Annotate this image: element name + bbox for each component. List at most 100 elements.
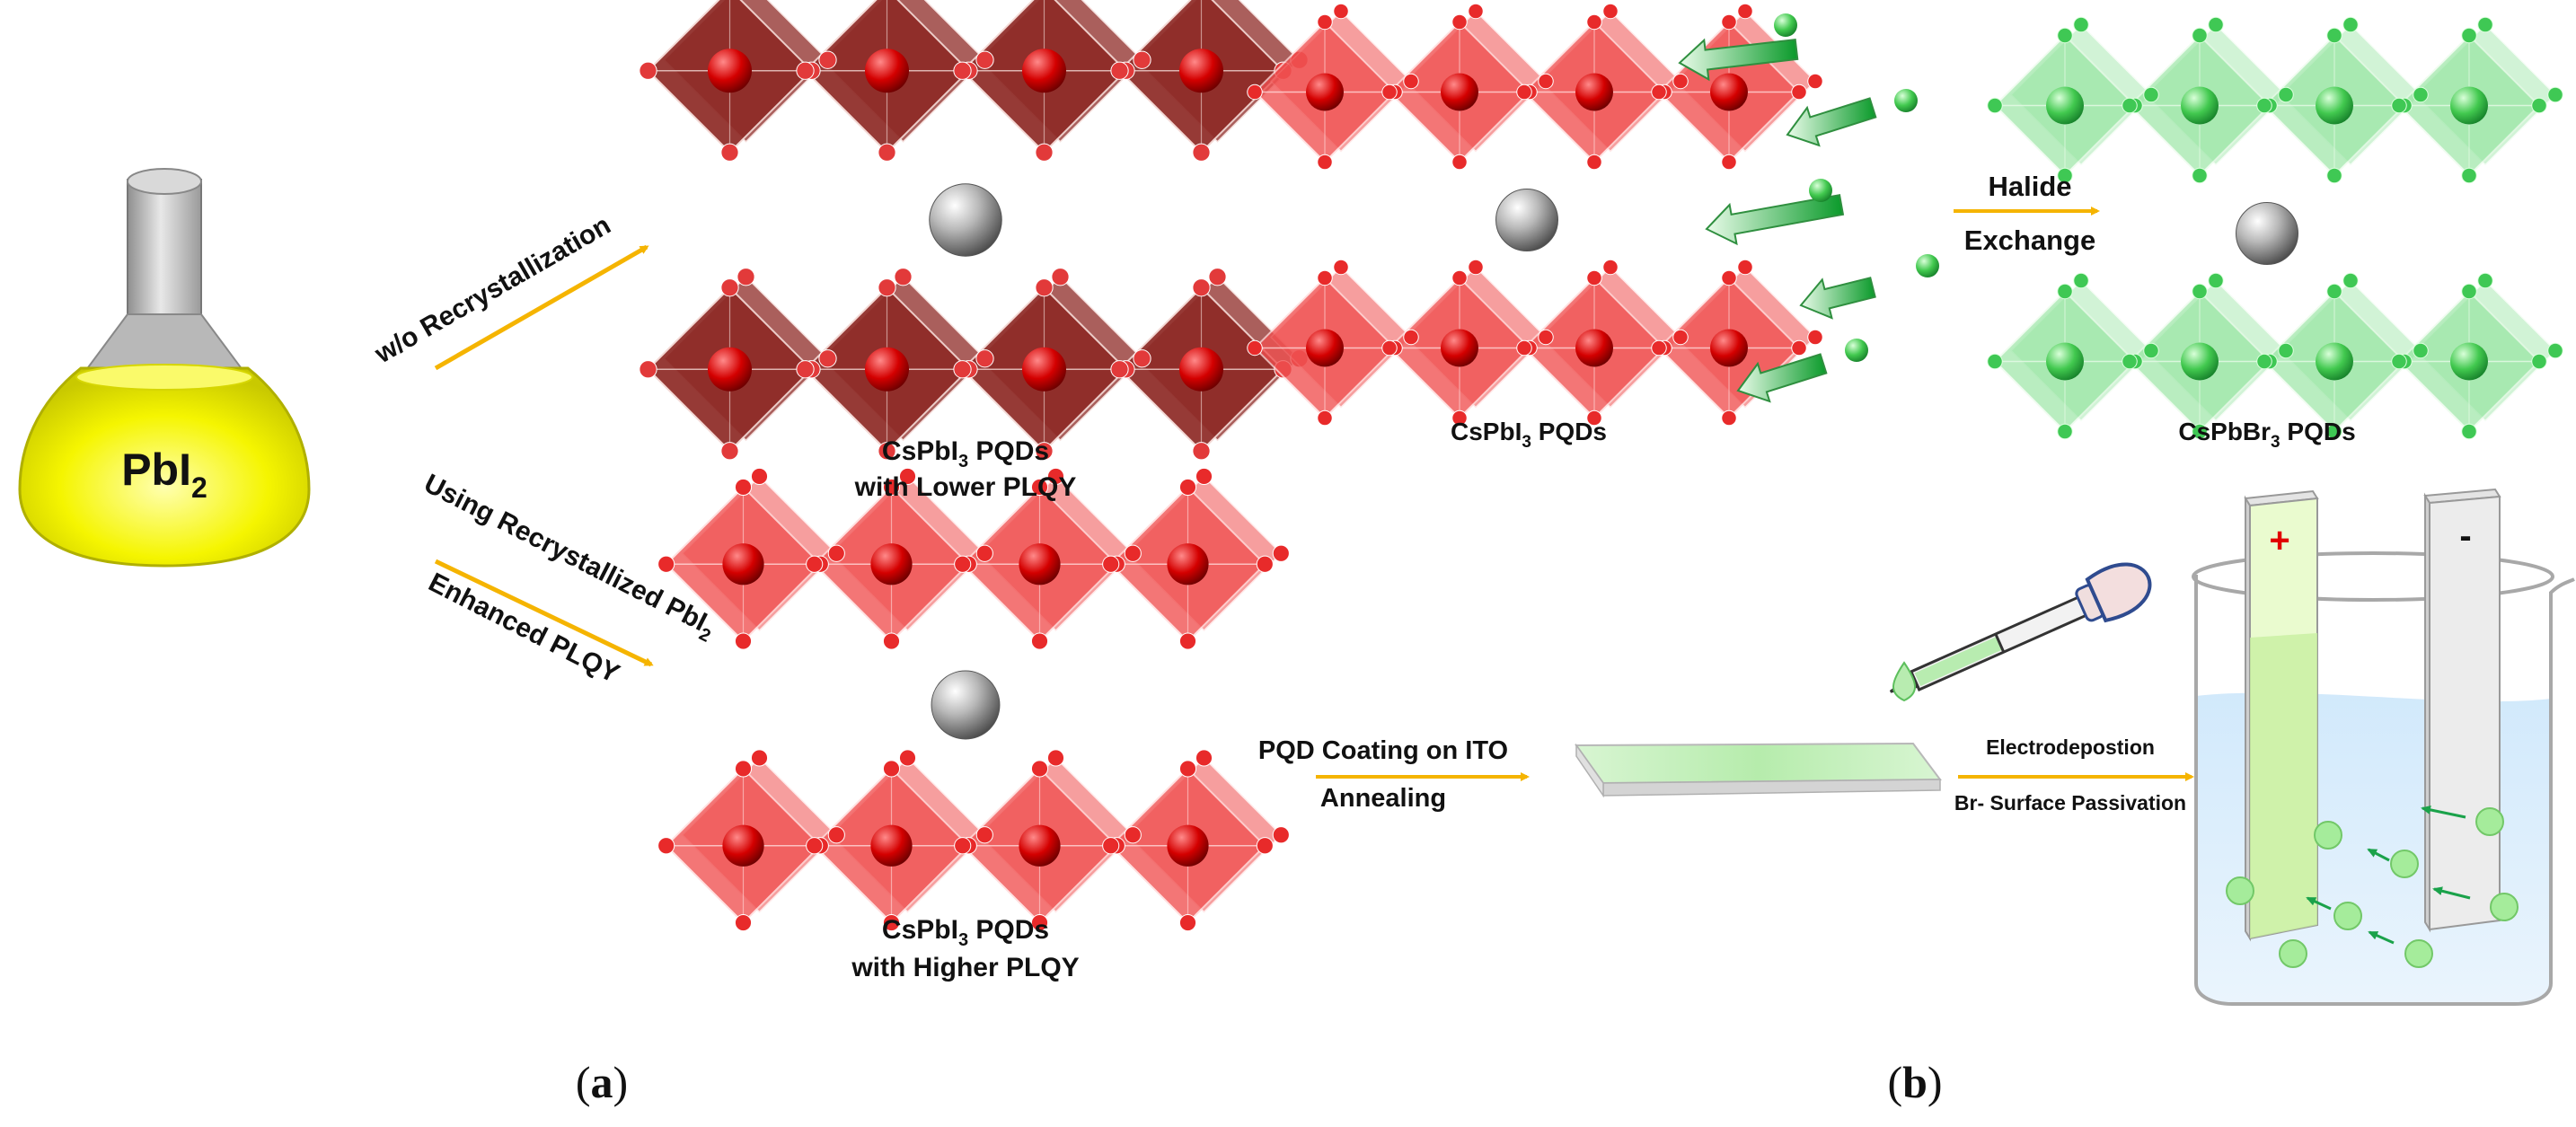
halide-ion: [1133, 349, 1151, 368]
halide-ion: [2192, 167, 2208, 184]
label-without-recrystallization: w/o Recrystallization: [369, 210, 615, 369]
halide-ion: [1721, 269, 1737, 286]
lead-ion: [1710, 329, 1748, 367]
halide-ion: [1051, 268, 1070, 286]
halide-ion: [1807, 329, 1823, 346]
halide-ion: [2057, 167, 2073, 184]
halide-ion: [1035, 442, 1054, 461]
halide-ion: [1102, 555, 1120, 573]
arrow-without-recrystallization: [434, 244, 649, 371]
br-ion-solution: [2475, 807, 2504, 836]
lead-ion: [2450, 86, 2488, 125]
halide-ion: [1208, 268, 1227, 286]
halide-ion: [2531, 353, 2547, 370]
ion-migration-arrow: [2432, 886, 2471, 900]
caption-higher-line1: CsPbI3 PQDs: [882, 915, 1049, 950]
lead-ion: [722, 824, 764, 867]
br-ion: [1845, 339, 1868, 362]
label-enhanced-plqy: Enhanced PLQY: [424, 568, 624, 689]
cesium-ion: [929, 183, 1002, 257]
halide-ion: [2278, 342, 2294, 359]
halide-ion: [975, 826, 993, 844]
halide-ion: [2461, 283, 2477, 300]
br-ion-solution: [2333, 902, 2362, 930]
halide-ion: [1721, 154, 1737, 171]
halide-ion: [1110, 360, 1129, 379]
br-ion: [1774, 13, 1797, 37]
halide-ion: [1381, 339, 1398, 357]
lead-ion: [1167, 543, 1209, 586]
halide-ion: [2326, 27, 2342, 44]
halide-ion: [720, 278, 739, 297]
halide-ion: [806, 555, 824, 573]
halide-ion: [894, 268, 913, 286]
halide-ion: [1178, 913, 1197, 932]
halide-ion: [1737, 3, 1753, 20]
halide-ion: [2547, 86, 2563, 103]
beaker-rim: [2192, 551, 2554, 602]
ito-substrate: [1575, 742, 1942, 798]
halide-ion: [720, 442, 739, 461]
halide-ion: [1602, 3, 1619, 20]
halide-ion: [2122, 353, 2138, 370]
halide-ion: [2461, 423, 2477, 440]
halide-ion: [2461, 167, 2477, 184]
halide-ion: [734, 632, 753, 650]
halide-ion: [796, 360, 815, 379]
flask-formula: PbI2: [121, 445, 207, 504]
halide-ion: [1468, 259, 1484, 276]
lead-ion: [1306, 73, 1344, 111]
br-ion: [1894, 89, 1918, 112]
halide-ion: [1247, 339, 1263, 357]
halide-ion: [2143, 342, 2159, 359]
ion-migration-arrow: [2367, 848, 2390, 862]
lead-ion: [2046, 86, 2084, 125]
arrow-recrystallized: [434, 559, 654, 667]
halide-ion: [2057, 423, 2073, 440]
halide-ion: [1317, 409, 1333, 427]
halide-ion: [1178, 632, 1197, 650]
br-ion-solution: [2314, 821, 2342, 850]
halide-ion: [1178, 760, 1197, 778]
halide-ion: [1987, 97, 2003, 114]
halide-ion: [1333, 3, 1349, 20]
halide-ion: [2073, 272, 2089, 289]
halide-ion: [878, 442, 896, 461]
caption-lower-line1: CsPbI3 PQDs: [882, 436, 1049, 471]
halide-ion: [882, 632, 901, 650]
halide-ion: [2057, 27, 2073, 44]
halide-ion: [1538, 73, 1554, 90]
bromide-ions-in-solution: [2226, 805, 2519, 968]
flask-liquid-surface: [75, 364, 253, 391]
halide-ion: [2192, 423, 2208, 440]
halide-ion: [734, 760, 753, 778]
halide-ion: [806, 837, 824, 855]
br-ion-arrow: [1705, 194, 1845, 246]
halide-ion: [1035, 143, 1054, 162]
halide-ion: [1030, 478, 1049, 497]
halide-ion: [2391, 353, 2407, 370]
halide-ion: [2413, 342, 2429, 359]
flask-neck-rim: [127, 168, 202, 195]
ion-migration-arrow: [2368, 930, 2395, 945]
halide-ion: [2192, 283, 2208, 300]
halide-ion: [2342, 272, 2359, 289]
br-ion-arrow: [1736, 353, 1828, 403]
electrode-plus-sign: +: [2269, 521, 2289, 560]
halide-ion: [1046, 749, 1065, 767]
halide-ion: [818, 349, 837, 368]
label-electrodeposition: Electrodepostion: [1986, 735, 2155, 759]
halide-ion: [1586, 269, 1602, 286]
br-ion-arrow: [1799, 277, 1876, 320]
lead-ion: [1441, 73, 1478, 111]
halide-ion: [1651, 339, 1667, 357]
halide-ion: [1046, 467, 1065, 486]
halide-ion: [750, 749, 769, 767]
halide-ion: [882, 478, 901, 497]
lead-ion: [1022, 347, 1066, 392]
caption-lower-line2: with Lower PLQY: [854, 472, 1077, 502]
halide-ion: [1403, 73, 1419, 90]
lead-ion: [865, 48, 909, 93]
halide-ion: [827, 544, 845, 562]
caption-cspbi3-b: CsPbI3 PQDs: [1451, 418, 1607, 452]
